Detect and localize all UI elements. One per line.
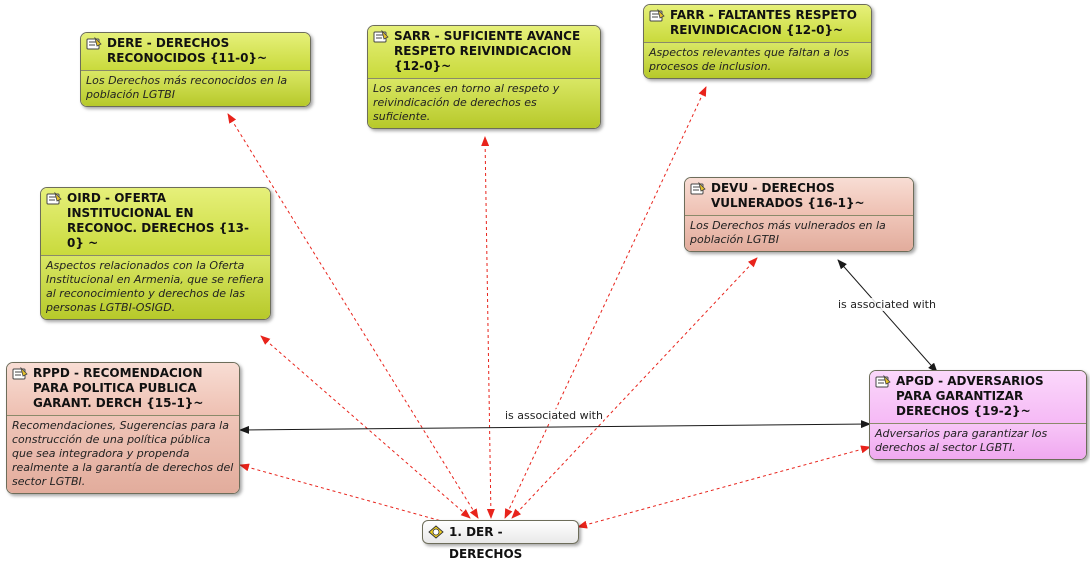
code-description: Recomendaciones, Sugerencias para la con…	[7, 415, 239, 493]
code-node-sarr[interactable]: SARR - SUFICIENTE AVANCE RESPETO REIVIND…	[367, 25, 601, 129]
code-description: Los Derechos más vulnerados en la poblac…	[685, 215, 913, 251]
code-node-header: RPPD - RECOMENDACION PARA POLITICA PUBLI…	[7, 363, 239, 415]
code-description: Aspectos relacionados con la Oferta Inst…	[41, 255, 270, 319]
center-node-der[interactable]: 1. DER - DERECHOS	[422, 520, 579, 561]
code-icon	[46, 192, 62, 205]
assoc-rppd-apgd	[239, 420, 871, 434]
code-node-devu[interactable]: DEVU - DERECHOS VULNERADOS {16-1}~ Los D…	[684, 177, 914, 252]
code-title: FARR - FALTANTES RESPETO REIVINDICACION …	[670, 8, 857, 37]
code-icon	[86, 37, 102, 50]
link-dere	[227, 113, 479, 519]
code-title: SARR - SUFICIENTE AVANCE RESPETO REIVIND…	[394, 29, 581, 73]
code-icon	[373, 30, 389, 43]
code-description: Adversarios para garantizar los derechos…	[870, 423, 1086, 459]
assoc-devu-apgd	[837, 259, 938, 373]
relation-label: is associated with	[838, 298, 936, 311]
code-title: RPPD - RECOMENDACION PARA POLITICA PUBLI…	[33, 366, 204, 410]
code-node-header: OIRD - OFERTA INSTITUCIONAL EN RECONOC. …	[41, 188, 270, 255]
code-node-header: SARR - SUFICIENTE AVANCE RESPETO REIVIND…	[368, 26, 600, 78]
link-sarr	[481, 136, 495, 519]
center-node-label: 1. DER - DERECHOS	[449, 525, 523, 561]
link-oird	[260, 335, 471, 519]
code-node-header: DERE - DERECHOS RECONOCIDOS {11-0}~	[81, 33, 310, 70]
link-rppd	[239, 463, 464, 529]
code-description: Los Derechos más reconocidos en la pobla…	[81, 70, 310, 106]
relation-label: is associated with	[505, 409, 603, 422]
code-icon	[649, 9, 665, 22]
link-devu	[511, 257, 758, 519]
code-node-oird[interactable]: OIRD - OFERTA INSTITUCIONAL EN RECONOC. …	[40, 187, 271, 320]
code-node-apgd[interactable]: APGD - ADVERSARIOS PARA GARANTIZAR DEREC…	[869, 370, 1087, 460]
code-title: DERE - DERECHOS RECONOCIDOS {11-0}~	[107, 36, 268, 65]
code-node-header: APGD - ADVERSARIOS PARA GARANTIZAR DEREC…	[870, 371, 1086, 423]
code-description: Los avances en torno al respeto y reivin…	[368, 78, 600, 128]
link-apgd	[577, 445, 871, 529]
code-node-farr[interactable]: FARR - FALTANTES RESPETO REIVINDICACION …	[643, 4, 872, 79]
code-icon	[690, 182, 706, 195]
code-node-rppd[interactable]: RPPD - RECOMENDACION PARA POLITICA PUBLI…	[6, 362, 240, 494]
link-farr	[504, 86, 707, 519]
code-node-dere[interactable]: DERE - DERECHOS RECONOCIDOS {11-0}~ Los …	[80, 32, 311, 107]
code-family-icon	[428, 525, 444, 539]
code-node-header: FARR - FALTANTES RESPETO REIVINDICACION …	[644, 5, 871, 42]
code-icon	[12, 367, 28, 380]
code-title: OIRD - OFERTA INSTITUCIONAL EN RECONOC. …	[67, 191, 249, 250]
code-description: Aspectos relevantes que faltan a los pro…	[644, 42, 871, 78]
link-layer	[227, 86, 938, 529]
code-node-header: DEVU - DERECHOS VULNERADOS {16-1}~	[685, 178, 913, 215]
code-title: DEVU - DERECHOS VULNERADOS {16-1}~	[711, 181, 865, 210]
code-title: APGD - ADVERSARIOS PARA GARANTIZAR DEREC…	[896, 374, 1044, 418]
code-icon	[875, 375, 891, 388]
